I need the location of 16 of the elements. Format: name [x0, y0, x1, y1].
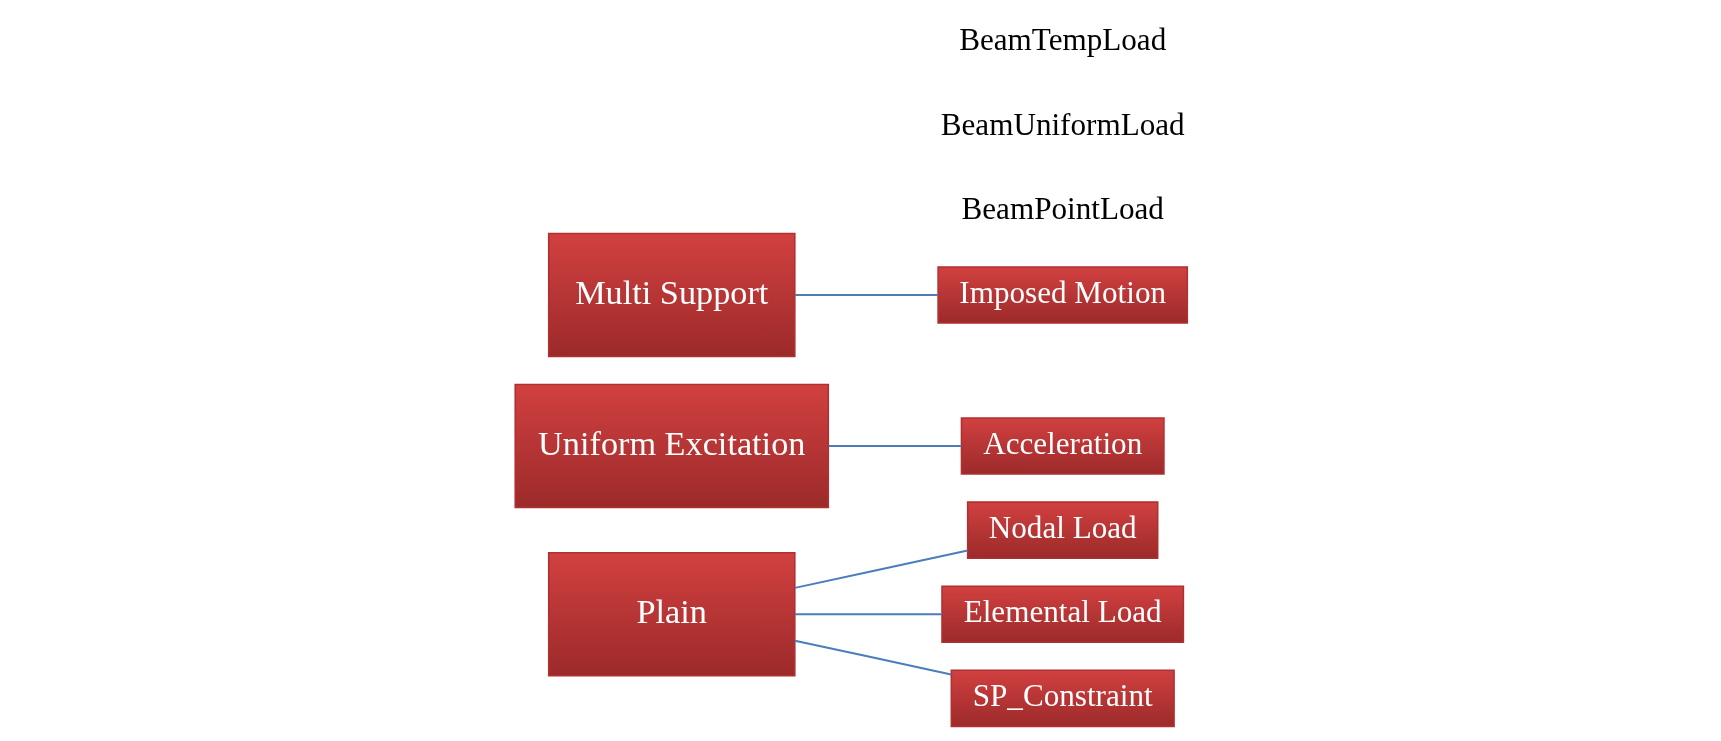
label: BeamTempLoad — [958, 22, 1166, 58]
node-box: Nodal Load — [966, 501, 1158, 559]
node-box: Imposed Motion — [936, 266, 1188, 324]
node-box: Multi Support — [547, 232, 796, 358]
connector — [794, 613, 942, 616]
label: BeamPointLoad — [961, 190, 1164, 226]
node-box: Acceleration — [960, 417, 1165, 475]
connector — [794, 293, 938, 296]
connector — [794, 639, 951, 676]
connector — [794, 549, 968, 589]
node-box: SP_Constraint — [950, 669, 1175, 728]
node-box: Uniform Excitation — [513, 383, 829, 509]
label: BeamUniformLoad — [940, 106, 1185, 142]
connector — [828, 445, 961, 448]
node-box: Elemental Load — [940, 585, 1184, 644]
node-box: Plain — [547, 551, 796, 677]
